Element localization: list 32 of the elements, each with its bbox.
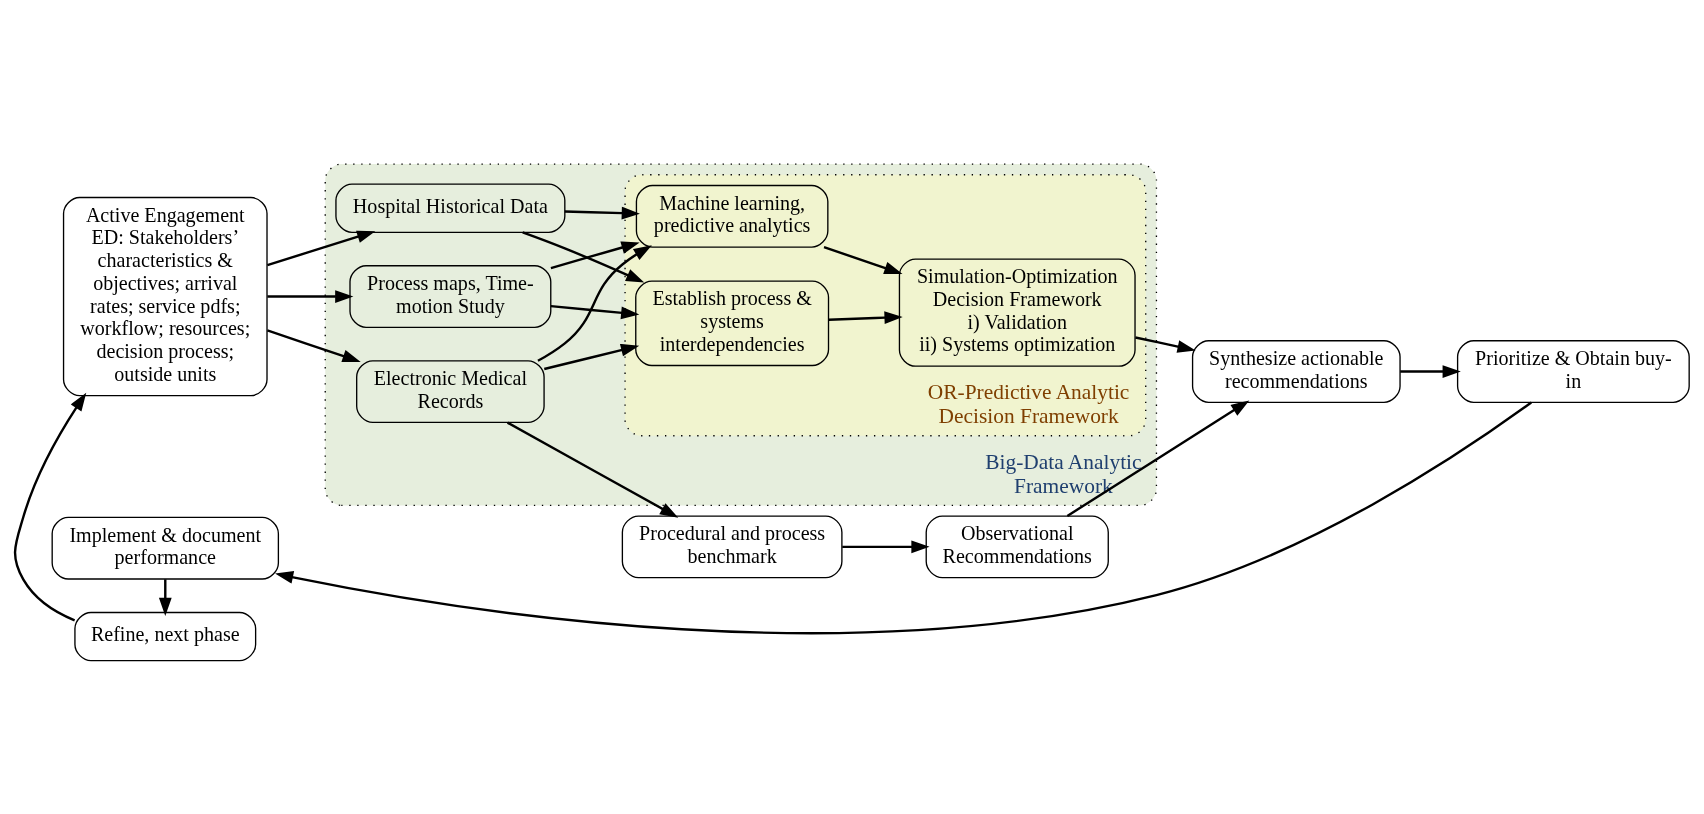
node-box: Machine learning, predictive analytics (635, 184, 829, 248)
arrow (1135, 336, 1196, 353)
node-box: Procedural and process benchmark (621, 515, 843, 579)
node-box: Establish process & systems interdependencies (635, 280, 830, 367)
arrow (267, 290, 354, 303)
arrow (13, 392, 87, 622)
node-box: Hospital Historical Data (335, 183, 566, 233)
arrow (842, 540, 930, 554)
node-box: Synthesize actionable recommendations (1191, 340, 1401, 403)
arrow (267, 230, 376, 267)
node-box: Process maps, Time-motion Study (349, 265, 552, 329)
node-box: Refine, next phase (74, 611, 257, 662)
node-box: Implement & document performance (51, 516, 280, 580)
arrow (506, 421, 679, 518)
node-box: Observational Recommendations (925, 515, 1109, 579)
arrow (823, 246, 903, 275)
node-box: Simulation-Optimization Decision Framework i) Validation ii) Systems optimization (898, 258, 1136, 367)
node-box: Electronic Medical Records (356, 360, 545, 424)
arrow (544, 343, 640, 371)
arrow (275, 401, 1532, 635)
arrow (522, 231, 645, 283)
node-box: Active Engagement ED: Stakeholders’ characteristics & objectives; arrival rates; service pdfs; workflow; resources; decision process; outside units (62, 196, 268, 397)
arrow (1066, 400, 1250, 517)
node-box: Prioritize & Obtain buy-in (1456, 340, 1690, 403)
arrow (550, 304, 640, 320)
arrow (1400, 365, 1461, 378)
arrow (267, 329, 361, 363)
arrow (550, 241, 640, 270)
arrow (158, 579, 172, 617)
arrow (537, 245, 652, 362)
arrow (564, 206, 640, 220)
arrow (828, 311, 903, 324)
